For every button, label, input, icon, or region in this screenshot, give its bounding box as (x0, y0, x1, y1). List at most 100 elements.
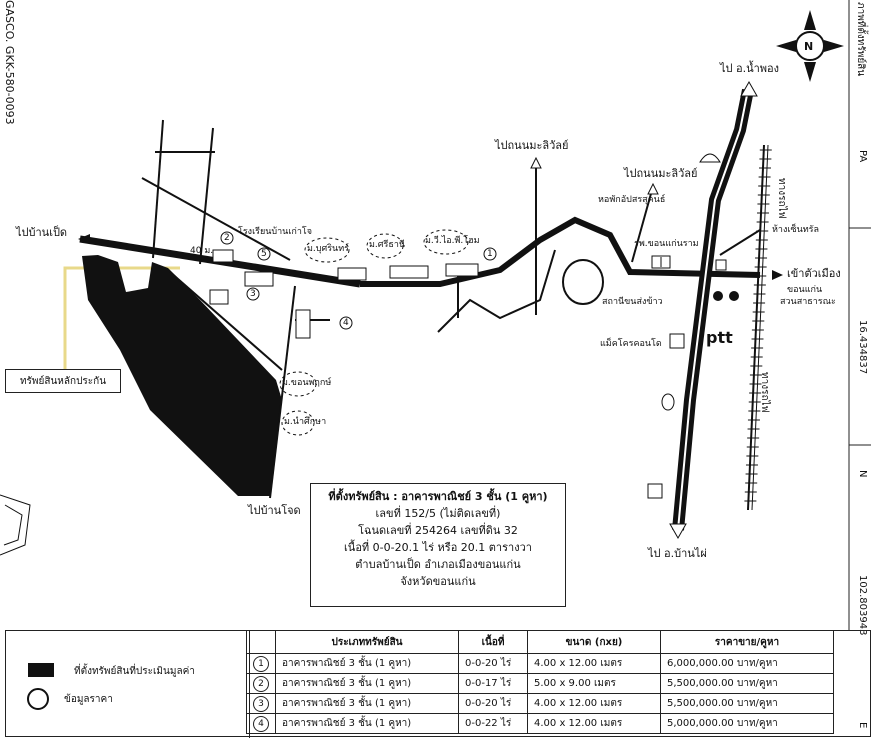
label-distance: 40 ม. (190, 246, 214, 256)
label-to-nampong: ไป อ.น้ำพอง (720, 62, 780, 75)
strip-title: ภาพที่ตั้งทรัพย์สิน (855, 2, 866, 77)
subject-land-parcel (82, 255, 282, 496)
misc-icon (647, 393, 675, 499)
row-price: 5,500,000.00 บาท/คูหา (660, 673, 834, 694)
label-to-banphai: ไป อ.บ้านไผ่ (648, 547, 707, 560)
store-icon (715, 259, 727, 271)
station-loop (562, 259, 604, 305)
label-village-2: ม.ศรีธานี (369, 240, 406, 250)
row-size: 4.00 x 12.00 เมตร (527, 653, 661, 674)
label-station: สถานีขนส่งข้าว (602, 297, 663, 307)
row-price: 6,000,000.00 บาท/คูหา (660, 653, 834, 674)
legend-subject-label: ที่ตั้งทรัพย์สินที่ประเมินมูลค่า (74, 666, 195, 677)
minor-roads (141, 119, 761, 499)
info-line-3: โฉนดเลขที่ 254264 เลขที่ดิน 32 (358, 524, 518, 538)
arrow-south (669, 523, 687, 540)
label-village-3: ม.วี.ไอ.พี.โฮม (425, 236, 480, 246)
label-park: ขอนแก่น (787, 285, 823, 295)
compass-letter: N (804, 40, 814, 53)
marker-4-label: 4 (343, 318, 349, 328)
legend-price-icon (27, 688, 49, 710)
lat-n-label: N (857, 470, 868, 478)
row-type: อาคารพาณิชย์ 3 ชั้น (1 คูหา) (275, 653, 459, 674)
main-road-east (360, 216, 761, 287)
header-size: ขนาด (กxย) (527, 630, 661, 654)
legend-subject-icon (28, 663, 54, 677)
header-type: ประเภททรัพย์สิน (275, 630, 459, 654)
row-area: 0-0-20 ไร่ (458, 693, 528, 714)
temple-icon (699, 153, 721, 163)
stamp-icon (0, 494, 31, 556)
header-price: ราคาขาย/คูหา (660, 630, 834, 654)
shophouse-symbols (209, 249, 479, 339)
railway-label-2: ทางรถไฟ (759, 372, 770, 413)
highway-median (677, 89, 749, 531)
row-number: 2 (253, 675, 269, 692)
legend-price-label: ข้อมูลราคา (64, 694, 113, 705)
label-hospital: รพ.ขอนแก่นราม (634, 239, 699, 249)
row-type: อาคารพาณิชย์ 3 ชั้น (1 คูหา) (275, 713, 459, 734)
row-price: 5,500,000.00 บาท/คูหา (660, 693, 834, 714)
arrow-east (772, 270, 783, 280)
tree-icon (713, 291, 739, 301)
row-area: 0-0-22 ไร่ (458, 713, 528, 734)
label-to-thanon-2: ไปถนนมะลิวัลย์ (624, 167, 698, 180)
label-village-4: ม.ขอนพฤกษ์ (282, 378, 332, 388)
label-to-ban-chot: ไปบ้านโจด (248, 504, 301, 517)
row-area: 0-0-17 ไร่ (458, 673, 528, 694)
label-school: โรงเรียนบ้านเก่าโจ (238, 227, 313, 237)
ptt-logo: ptt (706, 328, 733, 347)
arrow-west (78, 234, 90, 244)
row-price: 5,000,000.00 บาท/คูหา (660, 713, 834, 734)
marker-2-label: 2 (224, 233, 230, 243)
label-to-city: เข้าตัวเมือง (787, 267, 841, 280)
row-size: 5.00 x 9.00 เมตร (527, 673, 661, 694)
marker-5-label: 5 (261, 249, 267, 259)
hospital-icon (651, 255, 671, 269)
info-line-4: เนื้อที่ 0-0-20.1 ไร่ หรือ 20.1 ตารางวา (344, 541, 532, 555)
price-point-markers (220, 231, 497, 330)
info-line-5: ตำบลบ้านเป็ด อำเภอเมืองขอนแก่น (355, 558, 521, 572)
longitude: 102.803943 (857, 575, 868, 636)
row-type: อาคารพาณิชย์ 3 ชั้น (1 คูหา) (275, 673, 459, 694)
table-header-row: ประเภททรัพย์สิน เนื้อที่ ขนาด (กxย) ราคา… (246, 630, 834, 654)
info-line-6: จังหวัดขอนแก่น (400, 575, 476, 589)
table-row: 4 อาคารพาณิชย์ 3 ชั้น (1 คูหา) 0-0-22 ไร… (246, 713, 834, 734)
stamp-code: GASCO. GKK-580-0093 (3, 0, 16, 125)
table-row: 3 อาคารพาณิชย์ 3 ชั้น (1 คูหา) 0-0-20 ไร… (246, 693, 834, 714)
makro-icon (669, 333, 685, 349)
row-size: 4.00 x 12.00 เมตร (527, 693, 661, 714)
railway-label: ทางรถไฟ (776, 178, 787, 219)
header-no (246, 630, 276, 654)
info-line-1: ที่ตั้งทรัพย์สิน : อาคารพาณิชย์ 3 ชั้น (… (328, 490, 548, 503)
property-info-box: ที่ตั้งทรัพย์สิน : อาคารพาณิชย์ 3 ชั้น (… (310, 483, 566, 607)
info-line-2: เลขที่ 152/5 (ไม่ติดเลขที่) (375, 507, 501, 521)
table-row: 2 อาคารพาณิชย์ 3 ชั้น (1 คูหา) 0-0-17 ไร… (246, 673, 834, 694)
arrow-north (740, 80, 758, 97)
label-park-2: สวนสาธารณะ (780, 297, 836, 307)
latitude: 16.434837 (857, 320, 868, 375)
legend-key: ที่ตั้งทรัพย์สินที่ประเมินมูลค่า ข้อมูลร… (6, 631, 250, 738)
table-row: 1 อาคารพาณิชย์ 3 ชั้น (1 คูหา) 0-0-20 ไร… (246, 653, 834, 674)
row-area: 0-0-20 ไร่ (458, 653, 528, 674)
row-size: 4.00 x 12.00 เมตร (527, 713, 661, 734)
property-callout: ทรัพย์สินหลักประกัน (5, 369, 121, 393)
row-number: 4 (253, 715, 269, 732)
arrow-thanon-2 (647, 182, 659, 195)
village-markers (279, 229, 469, 436)
label-to-ban-ped: ไปบ้านเป็ด (16, 226, 68, 239)
label-store: ห้างเซ็นทรัล (772, 225, 819, 235)
marker-3-label: 3 (250, 289, 256, 299)
header-area: เนื้อที่ (458, 630, 528, 654)
label-makro: แม็คโครคอนโด (600, 339, 662, 349)
property-pointer (63, 266, 180, 369)
railway-track (747, 144, 769, 511)
label-to-thanon-1: ไปถนนมะลิวัลย์ (495, 139, 569, 152)
label-village-5: ม.นำศึกษา (284, 417, 327, 427)
label-dorm: หอพักอัปสรสุคนธ์ (598, 195, 666, 205)
price-comparison-table: ประเภททรัพย์สิน เนื้อที่ ขนาด (กxย) ราคา… (246, 630, 834, 734)
strip-pa: PA (857, 150, 868, 163)
marker-1-label: 1 (487, 249, 493, 259)
row-number: 1 (253, 655, 269, 672)
